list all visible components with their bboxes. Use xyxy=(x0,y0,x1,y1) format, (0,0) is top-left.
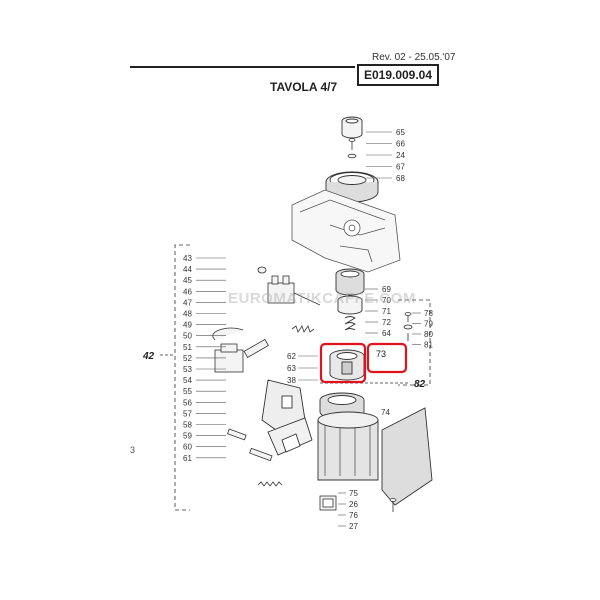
part-number-74: 74 xyxy=(381,408,390,417)
part-number-56: 56 xyxy=(183,398,192,407)
part-69-collar xyxy=(335,268,365,296)
group-label-right: 82 xyxy=(414,379,426,390)
part-number-78: 78 xyxy=(424,309,433,318)
part-number-48: 48 xyxy=(183,310,192,319)
part-number-44: 44 xyxy=(183,265,192,274)
right-screws xyxy=(403,312,413,341)
part-number-52: 52 xyxy=(183,354,192,363)
drawing-code-box: E019.009.04 xyxy=(357,64,439,86)
group-82-bracket xyxy=(398,299,431,386)
part-number-65: 65 xyxy=(396,128,405,137)
part-62-pin xyxy=(243,338,269,359)
part-number-24: 24 xyxy=(396,151,405,160)
part-number-55: 55 xyxy=(183,387,192,396)
part-number-58: 58 xyxy=(183,421,192,430)
upper-frame xyxy=(291,189,401,273)
part-number-66: 66 xyxy=(396,140,405,149)
part-number-64: 64 xyxy=(382,329,391,338)
part-number-27: 27 xyxy=(349,522,358,531)
group-label-left: 42 xyxy=(142,351,155,362)
part-number-61: 61 xyxy=(183,454,192,463)
part-44-nut xyxy=(257,266,267,274)
part-50-coil xyxy=(212,327,244,373)
part-number-72: 72 xyxy=(382,318,391,327)
part-number-69: 69 xyxy=(382,285,391,294)
part-73-burr-carrier xyxy=(329,349,365,381)
watermark-text: EUROMATIKCAFFE.COM xyxy=(228,290,416,307)
part-number-51: 51 xyxy=(183,343,192,352)
header-rule xyxy=(130,66,355,68)
part-number-54: 54 xyxy=(183,376,192,385)
highlight-frame xyxy=(319,342,408,384)
part-70-bushing xyxy=(337,295,363,315)
part-54-guide xyxy=(267,417,313,456)
part-number-57: 57 xyxy=(183,409,192,418)
part-number-43: 43 xyxy=(183,254,192,263)
part-number-59: 59 xyxy=(183,432,192,441)
part-74-motor xyxy=(317,411,379,481)
part-number-70: 70 xyxy=(382,296,391,305)
part-number-76: 76 xyxy=(349,511,358,520)
part-number-63: 63 xyxy=(287,364,296,373)
part-number-47: 47 xyxy=(183,298,192,307)
part-76-cover xyxy=(381,407,433,506)
part-71-spring xyxy=(344,316,356,331)
highlight-label-text: 73 xyxy=(376,349,386,359)
part-56-pin xyxy=(227,428,273,462)
part-48-spring xyxy=(291,325,315,333)
part-27-screw xyxy=(389,498,397,512)
plate-title: TAVOLA 4/7 xyxy=(270,80,338,94)
part-number-50: 50 xyxy=(183,332,192,341)
part-number-79: 79 xyxy=(424,320,433,329)
part-number-80: 80 xyxy=(424,330,433,339)
part-number-81: 81 xyxy=(424,341,433,350)
part-number-53: 53 xyxy=(183,365,192,374)
part-number-38: 38 xyxy=(287,376,296,385)
part-number-62: 62 xyxy=(287,352,296,361)
part-number-67: 67 xyxy=(396,163,405,172)
margin-mark: 3 xyxy=(130,445,136,455)
part-number-60: 60 xyxy=(183,443,192,452)
part-number-68: 68 xyxy=(396,174,405,183)
part-number-49: 49 xyxy=(183,321,192,330)
leader-lines xyxy=(196,131,421,527)
part-45-switch xyxy=(267,275,321,306)
group-42-bracket xyxy=(174,244,190,511)
part-number-46: 46 xyxy=(183,287,192,296)
part-number-75: 75 xyxy=(349,489,358,498)
revision-text: Rev. 02 - 25.05.'07 xyxy=(372,52,456,63)
part-number-labels: 43 44 45 46 47 48 49 50 51 52 53 54 55 56 57 58 59 60 61 65… xyxy=(183,128,433,531)
part-number-26: 26 xyxy=(349,500,358,509)
part-26-foot xyxy=(319,495,337,511)
part-number-45: 45 xyxy=(183,276,192,285)
part-60-spring xyxy=(257,481,283,487)
part-number-71: 71 xyxy=(382,307,391,316)
part-65-cap xyxy=(341,116,363,139)
